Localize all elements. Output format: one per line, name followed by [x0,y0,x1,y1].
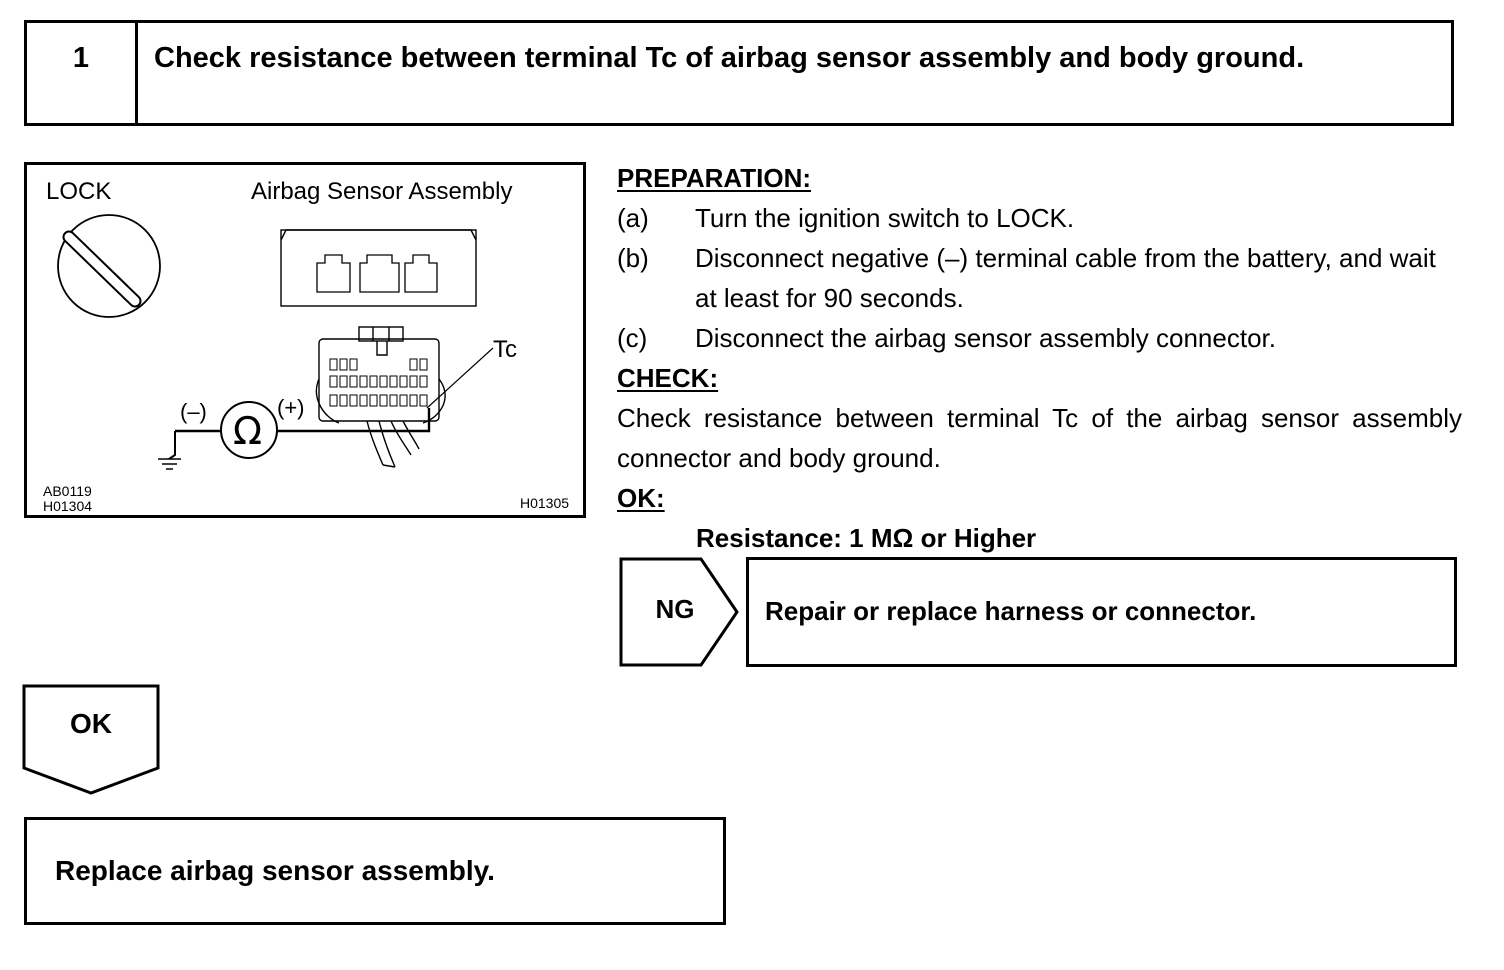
prep-step: (a) Turn the ignition switch to LOCK. [617,198,1462,238]
prep-step-letter: (c) [617,323,648,353]
prep-step-text: Disconnect negative (–) terminal cable f… [695,243,1436,313]
step-header: 1 Check resistance between terminal Tc o… [24,20,1454,126]
illustration: LOCK Airbag Sensor Assembly Tc (–) (+) Ω… [24,162,586,518]
ok-heading: OK: [617,483,665,513]
prep-step: (c) Disconnect the airbag sensor assembl… [617,318,1462,358]
plus-label: (+) [277,395,305,420]
figure-code-right: H01305 [520,495,570,511]
step-number: 1 [27,23,138,123]
sensor-assembly-icon [280,229,477,307]
prep-step-letter: (b) [617,243,649,273]
ok-arrow-icon [22,684,160,795]
minus-label: (–) [180,399,207,424]
figure-code-top: AB0119 [43,483,92,499]
preparation-heading: PREPARATION: [617,163,812,193]
sensor-assembly-label: Airbag Sensor Assembly [251,178,513,205]
ohmmeter-icon [168,401,431,460]
wiring-diagram [57,214,494,470]
connector-icon [315,326,446,468]
check-heading: CHECK: [617,363,719,393]
prep-step-text: Disconnect the airbag sensor assembly co… [695,323,1276,353]
instructions: PREPARATION: (a) Turn the ignition switc… [617,158,1462,558]
ng-action-box: Repair or replace harness or connector. [746,557,1457,667]
ng-arrow-icon [619,557,739,667]
check-text: Check resistance between terminal Tc of … [617,403,1462,473]
tc-leader-line [426,347,494,409]
lock-label: LOCK [46,178,112,205]
step-title: Check resistance between terminal Tc of … [154,42,1305,74]
ng-action-text: Repair or replace harness or connector. [765,596,1257,626]
ok-action-box: Replace airbag sensor assembly. [24,817,726,925]
prep-step-letter: (a) [617,203,649,233]
ignition-key-icon [57,214,161,318]
resistance-spec: Resistance: 1 MΩ or Higher [696,523,1037,553]
ok-label: OK [70,708,112,739]
prep-step: (b) Disconnect negative (–) terminal cab… [617,238,1462,318]
prep-step-text: Turn the ignition switch to LOCK. [695,203,1075,233]
ground-icon [158,458,181,470]
figure-code-bottom: H01304 [43,498,93,514]
ng-label: NG [655,594,695,624]
ohm-symbol: Ω [233,409,263,453]
ok-action-text: Replace airbag sensor assembly. [55,855,495,886]
terminal-tc-label: Tc [493,336,517,363]
